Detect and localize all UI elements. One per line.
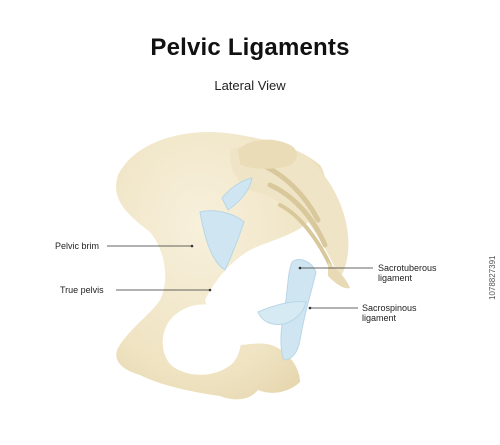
label-sacrospinous: Sacrospinous ligament [362,303,417,323]
sacrospinous-ligament-band [257,301,307,325]
sacrotuberous-ligament-shape [199,210,245,271]
label-sacrotuberous-line1: Sacrotuberous [378,263,437,273]
pelvic-brim-dot [190,244,194,248]
label-sacrotuberous: Sacrotuberous ligament [378,263,437,283]
label-true-pelvis: True pelvis [60,285,104,295]
page-subtitle: Lateral View [214,78,286,93]
true-pelvis-dot [208,288,212,292]
sacral-ridge-2 [267,182,328,248]
sciatic-foramen [232,249,298,314]
sacral-ridge-3 [278,203,332,267]
coccyx-tip [328,262,350,289]
watermark-image-id: 1078827391 [488,255,497,301]
obturator-foramen [162,304,241,375]
lumbar-vertebra [238,139,297,169]
sacrum [229,144,349,278]
sacrotuberous-dot [298,266,302,270]
sacroiliac-ligament [221,177,253,211]
label-sacrotuberous-line2: ligament [378,273,413,283]
sacrospinous-dot [308,306,312,310]
page-title: Pelvic Ligaments [150,34,350,61]
label-pelvic-brim: Pelvic brim [55,241,100,251]
label-sacrospinous-line2: ligament [362,313,397,323]
label-sacrospinous-line1: Sacrospinous [362,303,417,313]
